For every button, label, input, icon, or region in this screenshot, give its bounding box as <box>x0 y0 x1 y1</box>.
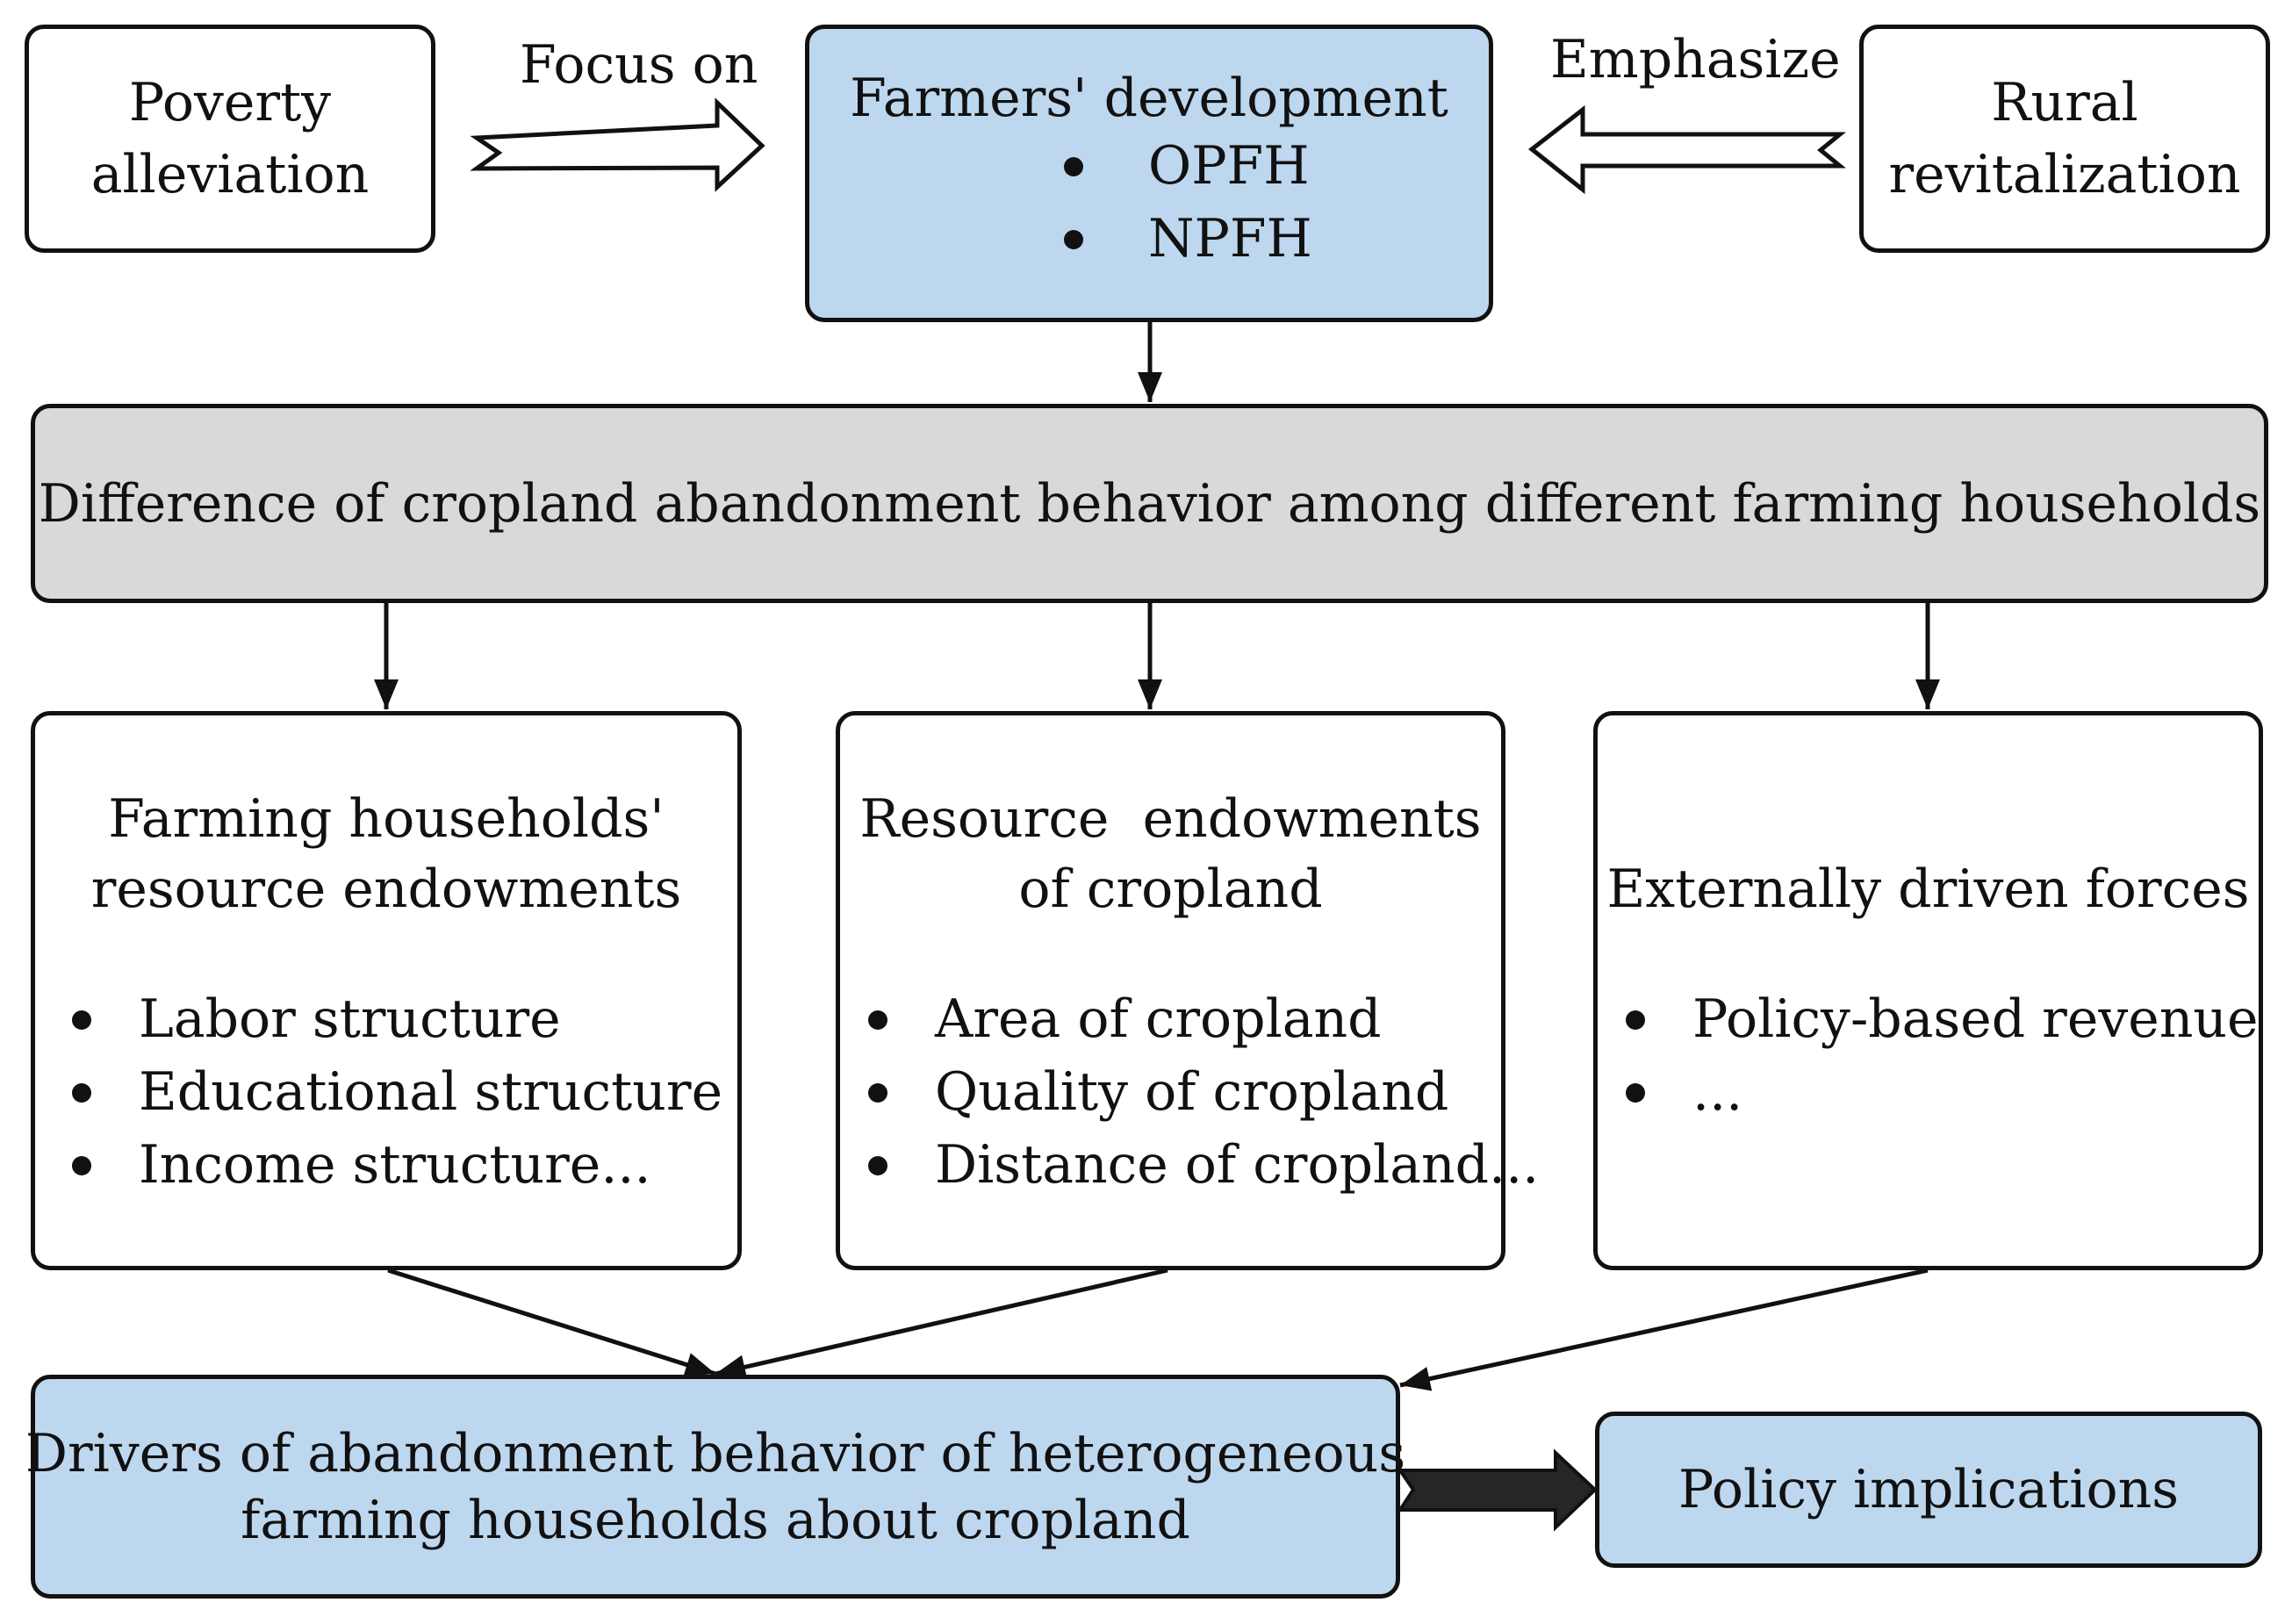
focus-on-label: Focus on <box>520 34 758 96</box>
rural-line-2: revitalization <box>1888 144 2241 205</box>
bullet-icon <box>868 1156 887 1175</box>
arrow-external-to-drivers <box>1399 1268 1929 1391</box>
item-text: Distance of cropland... <box>935 1134 1540 1196</box>
bullet-icon <box>1064 230 1083 249</box>
list-item: Policy-based revenue <box>1613 983 2259 1056</box>
external-title: Externally driven forces <box>1598 854 2259 924</box>
item-text: NPFH <box>1148 208 1312 269</box>
list-item: Educational structure <box>60 1056 722 1129</box>
bullet-icon <box>868 1010 887 1030</box>
bullet-icon <box>72 1156 91 1175</box>
item-text: Quality of cropland <box>935 1061 1449 1123</box>
farmers-development-list: OPFH NPFH <box>1064 130 1312 276</box>
policy-text: Policy implications <box>1678 1459 2180 1520</box>
arrow-cropland-to-drivers <box>715 1268 1168 1380</box>
bullet-icon <box>72 1010 91 1030</box>
households-factor-list: Labor structure Educational structure In… <box>60 983 722 1202</box>
drivers-box: Drivers of abandonment behavior of heter… <box>25 1375 1405 1599</box>
households-title-line-1: Farming households' <box>108 788 665 850</box>
difference-box: Difference of cropland abandonment behav… <box>31 404 2268 603</box>
drivers-line-1: Drivers of abandonment behavior of heter… <box>25 1422 1406 1484</box>
list-item: Quality of cropland <box>856 1056 1539 1129</box>
list-item: Distance of cropland... <box>856 1129 1539 1202</box>
external-title-line-1: Externally driven forces <box>1606 859 2250 920</box>
list-item: OPFH <box>1064 130 1312 203</box>
list-item: NPFH <box>1064 203 1312 276</box>
drivers-to-policy-fat-arrow <box>1397 1448 1598 1532</box>
poverty-line-2: alleviation <box>90 144 370 205</box>
poverty-alleviation-box: Poverty alleviation <box>25 25 435 253</box>
item-text: Income structure... <box>139 1134 651 1196</box>
cropland-title-line-1: Resource endowments <box>859 788 1482 850</box>
cropland-factor-list: Area of cropland Quality of cropland Dis… <box>856 983 1539 1202</box>
item-text: Area of cropland <box>935 988 1382 1050</box>
drivers-line-2: farming households about cropland <box>241 1489 1190 1551</box>
difference-text: Difference of cropland abandonment behav… <box>38 472 2261 535</box>
households-endowments-box: Farming households' resource endowments … <box>31 711 742 1270</box>
bullet-icon <box>1064 157 1083 176</box>
rural-line-1: Rural <box>1991 72 2138 133</box>
farmers-development-title: Farmers' development <box>850 68 1448 129</box>
cropland-title: Resource endowments of cropland <box>840 784 1501 924</box>
list-item: Area of cropland <box>856 983 1539 1056</box>
cropland-endowments-box: Resource endowments of cropland Area of … <box>836 711 1539 1270</box>
households-title-line-2: resource endowments <box>90 859 682 920</box>
list-item: Income structure... <box>60 1129 722 1202</box>
focus-on-hollow-arrow <box>470 97 765 192</box>
emphasize-arrow-outline <box>1527 104 1847 195</box>
item-text: ... <box>1692 1061 1743 1123</box>
external-factor-list: Policy-based revenue ... <box>1613 983 2259 1129</box>
item-text: OPFH <box>1148 135 1310 197</box>
cropland-title-line-2: of cropland <box>1018 859 1323 920</box>
emphasize-label: Emphasize <box>1550 29 1841 90</box>
farmers-development-box: Farmers' development OPFH NPFH <box>805 25 1493 322</box>
item-text: Educational structure <box>139 1061 723 1123</box>
item-text: Policy-based revenue <box>1692 988 2259 1050</box>
poverty-line-1: Poverty <box>128 72 332 133</box>
bullet-icon <box>72 1083 91 1103</box>
rural-revitalization-box: Rural revitalization <box>1859 25 2270 253</box>
list-item: ... <box>1613 1056 2259 1129</box>
bullet-icon <box>868 1083 887 1103</box>
list-item: Labor structure <box>60 983 722 1056</box>
arrow-households-to-drivers <box>387 1268 716 1377</box>
item-text: Labor structure <box>139 988 561 1050</box>
external-forces-box: Externally driven forces Policy-based re… <box>1593 711 2263 1270</box>
bullet-icon <box>1626 1010 1645 1030</box>
bullet-icon <box>1626 1083 1645 1103</box>
households-title: Farming households' resource endowments <box>35 784 737 924</box>
policy-implications-box: Policy implications <box>1595 1412 2262 1568</box>
